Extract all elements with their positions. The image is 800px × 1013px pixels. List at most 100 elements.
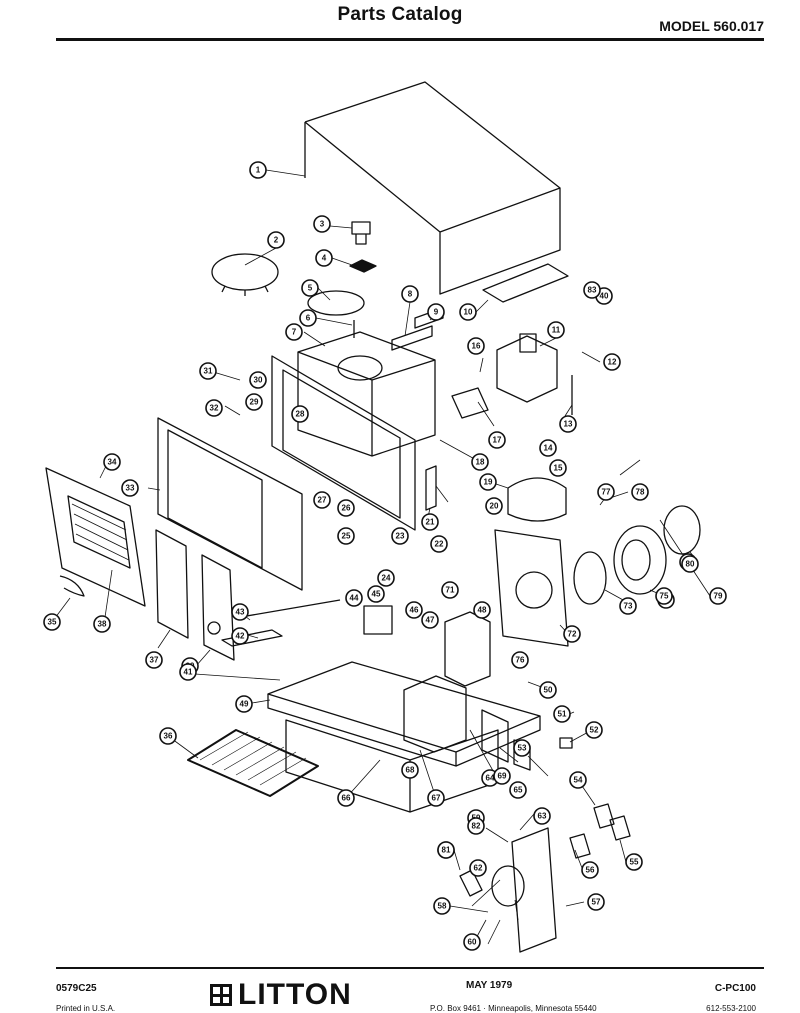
header-rule (56, 38, 764, 41)
litton-logo-icon (210, 984, 232, 1006)
callout-label: 67 (432, 794, 441, 803)
blower-housing (613, 525, 667, 595)
callout-68: 68 (401, 761, 419, 779)
callout-27: 27 (313, 491, 331, 509)
callout-label: 15 (554, 464, 563, 473)
callout-72: 72 (563, 625, 581, 643)
callout-label: 13 (564, 420, 573, 429)
callout-label: 29 (250, 398, 259, 407)
callout-label: 9 (434, 308, 439, 317)
callout-label: 12 (608, 358, 617, 367)
callout-label: 42 (236, 632, 245, 641)
callout-50: 50 (539, 681, 557, 699)
callout-17: 17 (488, 431, 506, 449)
callout-38: 38 (93, 615, 111, 633)
callout-69: 69 (493, 767, 511, 785)
callout-label: 81 (442, 846, 451, 855)
callout-23: 23 (391, 527, 409, 545)
callout-label: 35 (48, 618, 57, 627)
rod-43 (234, 599, 341, 619)
callout-18: 18 (471, 453, 489, 471)
stirrer-blade (307, 290, 365, 316)
callout-6: 6 (299, 309, 317, 327)
callout-label: 19 (484, 478, 493, 487)
callout-2: 2 (267, 231, 285, 249)
callout-21: 21 (421, 513, 439, 531)
callout-75: 75 (655, 587, 673, 605)
callout-80: 80 (681, 555, 699, 573)
callout-16: 16 (467, 337, 485, 355)
callout-8: 8 (401, 285, 419, 303)
callout-label: 23 (396, 532, 405, 541)
switch-56 (569, 833, 591, 859)
callout-29: 29 (245, 393, 263, 411)
callout-14: 14 (539, 439, 557, 457)
stirrer-cover (211, 253, 279, 291)
footer-rule (56, 967, 764, 969)
callout-30: 30 (249, 371, 267, 389)
callout-label: 24 (382, 574, 391, 583)
litton-logo: LITTON (210, 980, 352, 1010)
callout-label: 48 (478, 606, 487, 615)
callout-76: 76 (511, 651, 529, 669)
brand-name: LITTON (238, 978, 352, 1011)
callout-label: 37 (150, 656, 159, 665)
callout-66: 66 (337, 789, 355, 807)
callout-label: 68 (406, 766, 415, 775)
callout-71: 71 (441, 581, 459, 599)
callout-28: 28 (291, 405, 309, 423)
callout-label: 76 (516, 656, 525, 665)
callout-65: 65 (509, 781, 527, 799)
callout-label: 72 (568, 630, 577, 639)
callout-53: 53 (513, 739, 531, 757)
callout-label: 51 (558, 710, 567, 719)
page-title: Parts Catalog (337, 4, 463, 25)
callout-label: 31 (204, 367, 213, 376)
callout-label: 65 (514, 786, 523, 795)
callout-label: 3 (320, 220, 325, 229)
callout-25: 25 (337, 527, 355, 545)
callout-label: 62 (474, 864, 483, 873)
callout-54: 54 (569, 771, 587, 789)
callout-5: 5 (301, 279, 319, 297)
callout-60: 60 (463, 933, 481, 951)
coupling (349, 259, 377, 273)
callout-label: 5 (308, 284, 313, 293)
callout-label: 55 (630, 858, 639, 867)
door-panel (45, 467, 146, 607)
callout-label: 20 (490, 502, 499, 511)
callout-label: 7 (292, 328, 297, 337)
timer-panel (201, 554, 235, 661)
callout-label: 80 (686, 560, 695, 569)
callout-label: 78 (636, 488, 645, 497)
callout-11: 11 (547, 321, 565, 339)
callout-36: 36 (159, 727, 177, 745)
callout-label: 44 (350, 594, 359, 603)
callout-label: 54 (574, 776, 583, 785)
callout-label: 73 (624, 602, 633, 611)
callout-78: 78 (631, 483, 649, 501)
callout-label: 30 (254, 376, 263, 385)
transformer-block (403, 675, 467, 753)
callout-48: 48 (473, 601, 491, 619)
latch (59, 575, 85, 597)
callout-label: 25 (342, 532, 351, 541)
callout-label: 16 (472, 342, 481, 351)
switch-55 (609, 815, 631, 841)
callout-9: 9 (427, 303, 445, 321)
callout-label: 56 (586, 866, 595, 875)
address: P.O. Box 9461 · Minneapolis, Minnesota 5… (430, 1004, 597, 1013)
callout-79: 79 (709, 587, 727, 605)
callout-label: 2 (274, 236, 279, 245)
callout-47: 47 (421, 611, 439, 629)
callout-52: 52 (585, 721, 603, 739)
callout-label: 17 (493, 436, 502, 445)
lamp-bulb (491, 865, 525, 907)
filter-grille (187, 729, 319, 797)
callout-34: 34 (103, 453, 121, 471)
callout-33: 33 (121, 479, 139, 497)
callout-77: 77 (597, 483, 615, 501)
callout-label: 46 (410, 606, 419, 615)
door-frame (157, 417, 303, 591)
callout-label: 27 (318, 496, 327, 505)
